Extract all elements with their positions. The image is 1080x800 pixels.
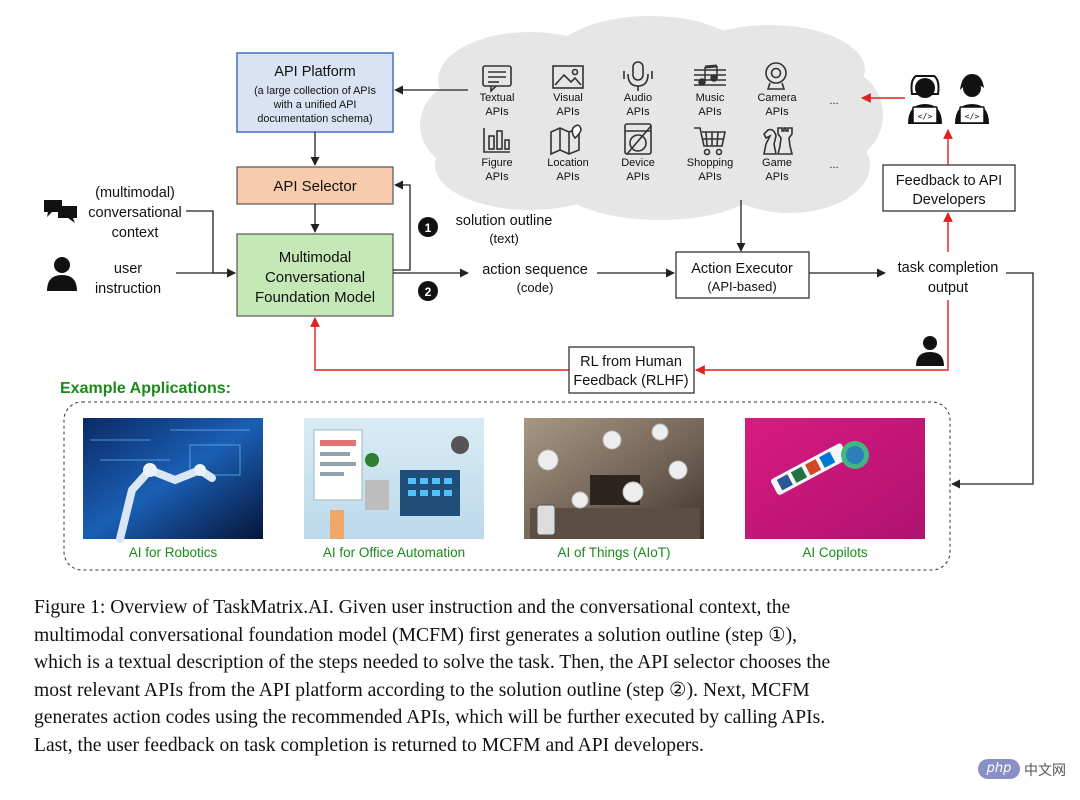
api-platform-box	[236, 52, 394, 133]
api-category-label: APIs	[556, 171, 580, 183]
developer-icon: </>	[908, 75, 942, 124]
textual-icon	[482, 65, 512, 93]
api-category-label: Game	[762, 157, 792, 169]
solution-outline-label: solution outline	[456, 213, 553, 229]
music-icon	[694, 64, 726, 86]
feedback-developers-label: Developers	[912, 192, 985, 208]
api-category-label: Camera	[757, 92, 797, 104]
example-applications-title: Example Applications:	[60, 380, 231, 397]
app-label-aiot: AI of Things (AIoT)	[557, 545, 670, 560]
image-icon	[552, 65, 584, 89]
api-category-label: APIs	[626, 106, 650, 118]
feedback-developers-box	[882, 164, 1016, 212]
action-executor-label: Action Executor	[691, 261, 793, 277]
api-category-label: APIs	[626, 171, 650, 183]
cart-icon	[694, 127, 726, 156]
office-automation-image	[304, 418, 484, 539]
api-category-label: Device	[621, 157, 655, 169]
chess-icon	[763, 127, 794, 155]
caption-line: most relevant APIs from the API platform…	[34, 679, 810, 701]
chat-bubbles-icon	[44, 200, 77, 223]
task-output-label: output	[928, 280, 968, 296]
instruction-label: user	[114, 261, 142, 277]
robotics-image	[83, 418, 263, 543]
api-selector-label: API Selector	[273, 178, 356, 195]
caption-line: generates action codes using the recomme…	[34, 707, 826, 729]
svg-text:</>: </>	[965, 112, 980, 121]
svg-text:</>: </>	[918, 112, 933, 121]
cloud-ellipsis: ...	[829, 95, 838, 107]
api-category-label: APIs	[698, 106, 722, 118]
map-icon	[550, 124, 582, 156]
step-2-badge	[418, 281, 438, 301]
solution-outline-label: (text)	[489, 231, 519, 246]
rlhf-label: RL from Human	[580, 354, 682, 370]
step-1-number: 1	[425, 221, 432, 235]
api-selector-box	[236, 166, 394, 205]
app-label-robotics: AI for Robotics	[129, 545, 218, 560]
action-sequence-label: (code)	[517, 280, 554, 295]
api-category-label: APIs	[485, 171, 509, 183]
aiot-image	[524, 418, 704, 539]
api-category-label: Location	[547, 157, 589, 169]
app-label-office: AI for Office Automation	[323, 545, 465, 560]
step-1-badge	[418, 217, 438, 237]
api-category-label: APIs	[765, 171, 789, 183]
washer-icon	[624, 123, 652, 155]
context-label: context	[112, 225, 159, 241]
developer-icon: </>	[955, 74, 989, 124]
mcfm-label: Multimodal	[279, 249, 352, 266]
camera-icon	[765, 62, 787, 90]
api-category-label: APIs	[765, 106, 789, 118]
api-category-label: Textual	[480, 92, 515, 104]
caption-line: multimodal conversational foundation mod…	[34, 624, 798, 646]
api-platform-desc: (a large collection of APIs	[254, 85, 376, 97]
mcfm-label: Conversational	[265, 269, 365, 286]
api-category-label: APIs	[485, 106, 509, 118]
feedback-arrows	[310, 93, 953, 375]
rlhf-label: Feedback (RLHF)	[573, 373, 688, 389]
rlhf-box	[568, 346, 695, 394]
action-executor-label: (API-based)	[707, 279, 776, 294]
user-icon	[916, 336, 944, 366]
action-sequence-label: action sequence	[482, 262, 588, 278]
api-platform-desc: with a unified API	[273, 99, 357, 111]
api-platform-title: API Platform	[274, 64, 355, 80]
watermark: php 中文网	[978, 756, 1074, 782]
user-icon	[47, 257, 77, 291]
api-category-label: APIs	[556, 106, 580, 118]
task-output-label: task completion	[898, 260, 999, 276]
app-label-copilots: AI Copilots	[802, 545, 868, 560]
caption-line: Figure 1: Overview of TaskMatrix.AI. Giv…	[34, 597, 791, 618]
context-label: (multimodal)	[95, 185, 175, 201]
figure-caption: Figure 1: Overview of TaskMatrix.AI. Giv…	[34, 594, 1046, 760]
cloud-ellipsis: ...	[829, 159, 838, 171]
flow-arrows	[176, 85, 1034, 489]
caption-line: which is a textual description of the st…	[34, 652, 831, 674]
api-cloud	[420, 16, 883, 220]
api-category-label: Figure	[481, 157, 512, 169]
microphone-icon	[623, 61, 653, 91]
api-category-label: Audio	[624, 92, 652, 104]
context-label: conversational	[88, 205, 182, 221]
feedback-developers-label: Feedback to API	[896, 173, 1002, 189]
instruction-label: instruction	[95, 281, 161, 297]
figure-icon	[483, 128, 510, 153]
api-category-label: Shopping	[687, 157, 734, 169]
copilots-image	[745, 418, 925, 539]
step-2-number: 2	[425, 285, 432, 299]
mcfm-box	[236, 233, 394, 317]
caption-line: Last, the user feedback on task completi…	[34, 734, 704, 756]
api-category-label: Visual	[553, 92, 583, 104]
api-category-label: APIs	[698, 171, 722, 183]
mcfm-label: Foundation Model	[255, 289, 375, 306]
applications-frame	[63, 401, 951, 571]
api-platform-desc: documentation schema)	[257, 113, 372, 125]
watermark-text: 中文网	[1024, 763, 1066, 779]
action-executor-box	[675, 251, 810, 299]
watermark-badge: php	[978, 759, 1020, 779]
api-category-label: Music	[696, 92, 725, 104]
